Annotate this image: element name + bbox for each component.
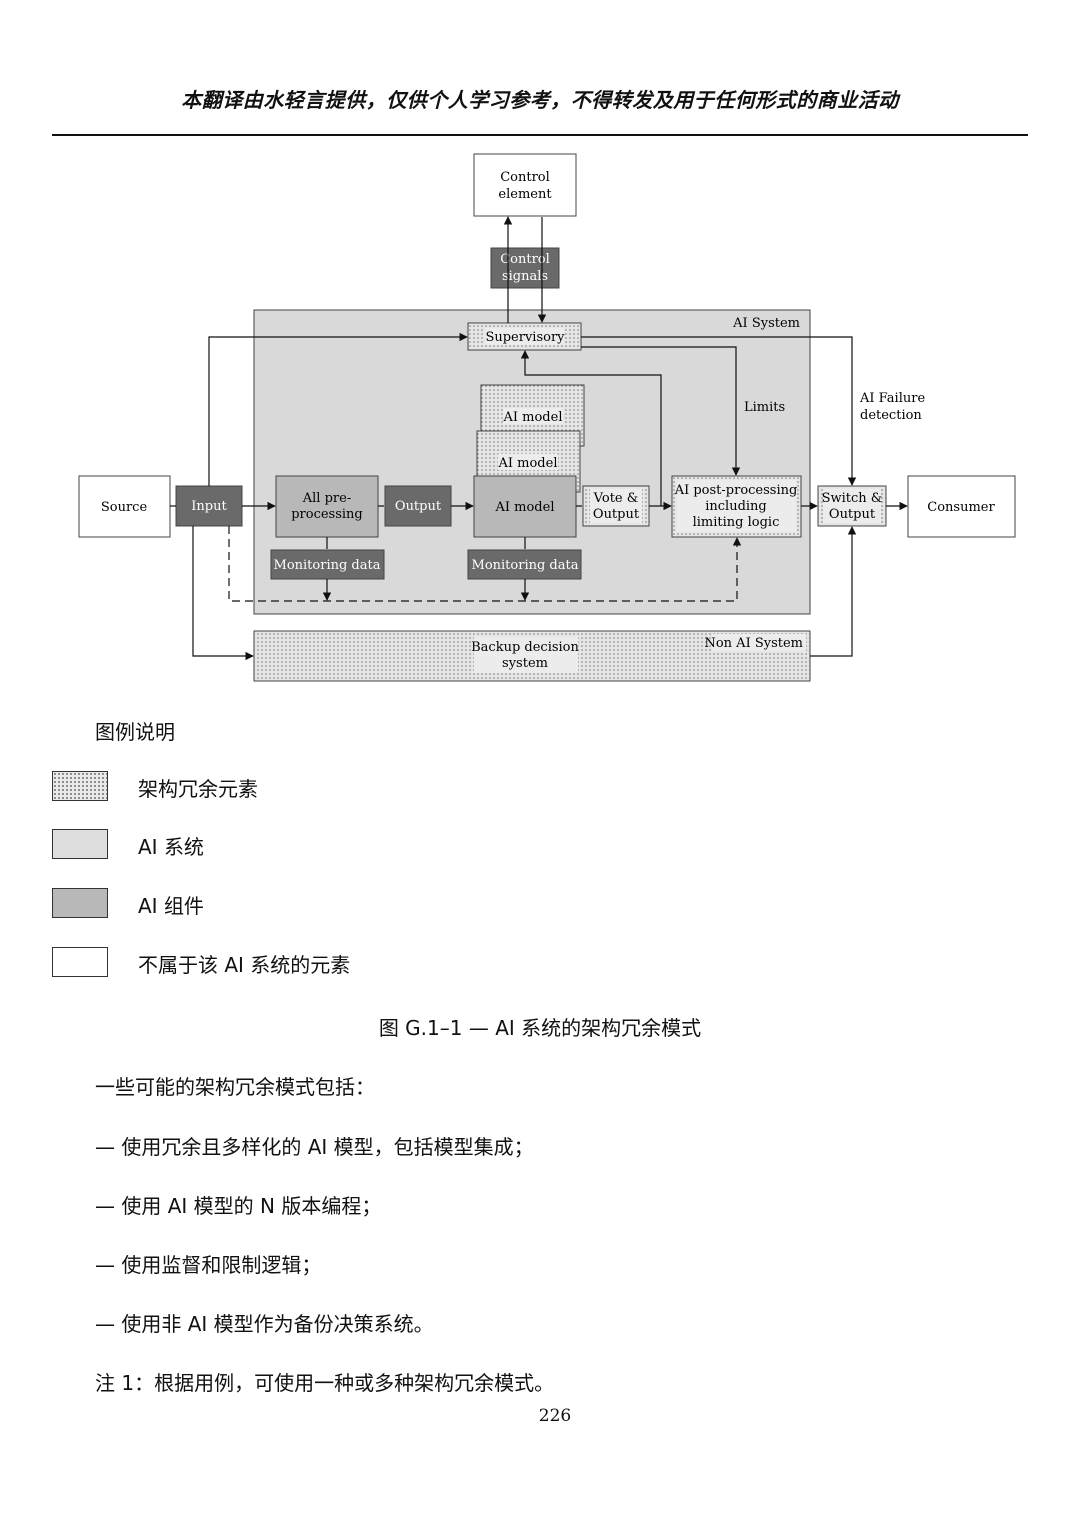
monitoring-data-1 [270, 549, 385, 580]
switch-output-line2: Output [829, 507, 876, 522]
vote-output-line2: Output [593, 507, 640, 522]
list-item: — 使用监督和限制逻辑； [95, 1253, 322, 1277]
pre-processing-line2: processing [291, 507, 363, 522]
legend-swatch-dark [52, 888, 108, 918]
ai-model-redundant-2-label: AI model [503, 410, 563, 425]
post-processing-line2: including [705, 499, 767, 514]
control-element-line1: Control [500, 170, 550, 185]
control-element [473, 153, 577, 217]
monitoring-data-2 [467, 549, 582, 580]
legend-label: 不属于该 AI 系统的元素 [138, 953, 351, 977]
failure-detection-line1: AI Failure [859, 391, 925, 406]
consumer-box [907, 475, 1016, 538]
legend-swatch-dotted [52, 771, 108, 801]
list-item: — 使用非 AI 模型作为备份决策系统。 [95, 1312, 434, 1336]
ai-model-main [473, 475, 577, 538]
page-number: 226 [538, 1406, 572, 1426]
vote-output-line1: Vote & [593, 491, 639, 506]
note-paragraph: 注 1：根据用例，可使用一种或多种架构冗余模式。 [95, 1371, 555, 1395]
source-label: Source [101, 500, 148, 515]
ai-system-label: AI System [732, 316, 800, 331]
post-processing-line1: AI post-processing [674, 483, 798, 498]
figure-caption: 图 G.1–1 — AI 系统的架构冗余模式 [378, 1016, 702, 1040]
connectors [170, 216, 908, 661]
legend-label: 架构冗余元素 [138, 777, 258, 801]
consumer-label: Consumer [927, 500, 995, 515]
control-element-line2: element [498, 187, 552, 202]
backup-label-line1: Backup decision [471, 640, 579, 655]
legend-swatch-white [52, 947, 108, 977]
control-signals-line1: Control [500, 252, 550, 267]
control-signals [490, 247, 560, 289]
failure-detection-line2: detection [860, 408, 922, 423]
output-box [384, 485, 452, 527]
backup-label-line2: system [502, 656, 548, 671]
control-signals-line2: signals [502, 269, 548, 284]
supervisory-label: Supervisory [485, 330, 565, 345]
pre-processing-box [275, 475, 379, 538]
post-processing-line3: limiting logic [693, 515, 780, 530]
legend-label: AI 系统 [138, 835, 204, 859]
ai-model-redundant-1-label: AI model [498, 456, 558, 471]
legend-swatch-light [52, 829, 108, 859]
monitoring-data-1-label: Monitoring data [274, 558, 381, 573]
ai-model-main-label: AI model [495, 500, 555, 515]
list-item: — 使用 AI 模型的 N 版本编程； [95, 1194, 382, 1218]
page-header: 本翻译由水轻言提供，仅供个人学习参考，不得转发及用于任何形式的商业活动 [181, 88, 899, 112]
input-label: Input [191, 499, 227, 514]
legend-label: AI 组件 [138, 894, 204, 918]
pre-processing-line1: All pre- [302, 491, 351, 506]
output-label: Output [395, 499, 442, 514]
switch-output-line1: Switch & [822, 491, 883, 506]
monitoring-data-2-label: Monitoring data [472, 558, 579, 573]
redundancy-diagram: AI System Backup decision system Non AI … [78, 153, 1016, 682]
list-item: — 使用冗余且多样化的 AI 模型，包括模型集成； [95, 1135, 534, 1159]
intro-paragraph: 一些可能的架构冗余模式包括： [95, 1075, 375, 1099]
legend-title: 图例说明 [95, 720, 175, 744]
non-ai-system-label: Non AI System [704, 636, 803, 651]
limits-label: Limits [744, 400, 785, 415]
header-rule [52, 134, 1028, 136]
